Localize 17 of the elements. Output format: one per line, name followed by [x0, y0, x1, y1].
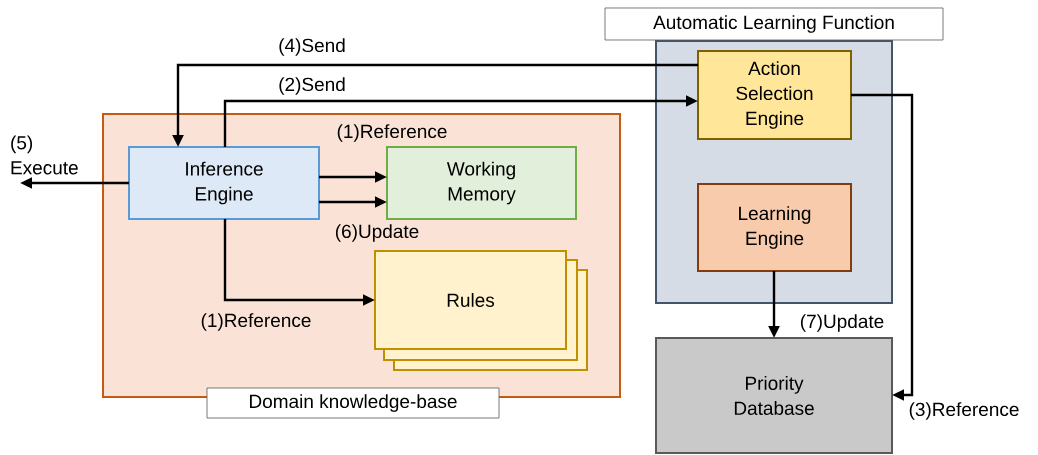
- panel-title: Domain knowledge-base: [206, 387, 500, 419]
- memory-box: Working Memory: [386, 146, 577, 220]
- process-box: Action Selection Engine: [697, 50, 852, 140]
- database-box: Priority Database: [655, 337, 893, 454]
- edge-label: (4)Send: [279, 38, 345, 56]
- panel-title: Automatic Learning Function: [604, 7, 944, 41]
- edge-label: (5) Execute: [11, 135, 78, 175]
- edge-label: (6)Update: [335, 224, 419, 242]
- edge-label: (2)Send: [279, 77, 345, 95]
- process-box: Inference Engine: [128, 146, 320, 220]
- process-box: Learning Engine: [697, 183, 852, 272]
- stacked-rules-box: Rules: [374, 250, 588, 371]
- arrow: [851, 93, 914, 401]
- edge-label: (3)Reference: [909, 402, 1019, 420]
- edge-label: (1)Reference: [337, 124, 447, 142]
- edge-label: (1)Reference: [201, 313, 311, 331]
- edge-label: (7)Update: [800, 314, 884, 332]
